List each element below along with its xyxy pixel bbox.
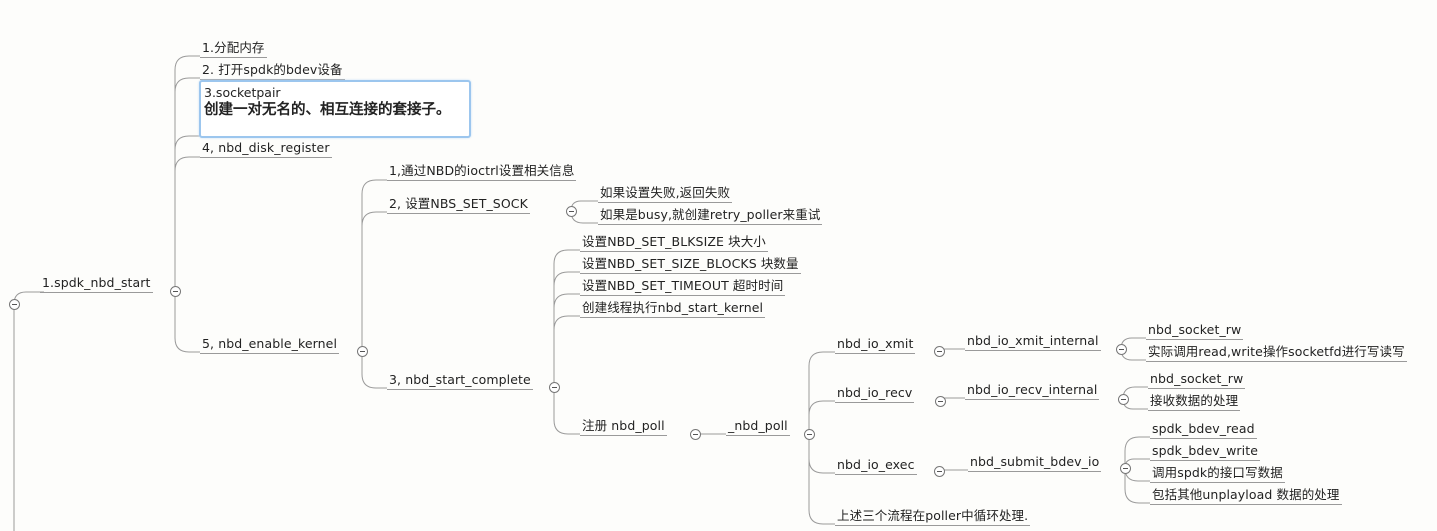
- node-ioctl-set-info[interactable]: 1,通过NBD的ioctrl设置相关信息: [387, 163, 577, 181]
- node-nbd-io-exec[interactable]: nbd_io_exec: [835, 457, 917, 475]
- node-bdev-read[interactable]: spdk_bdev_read: [1150, 421, 1257, 439]
- collapse-toggle-enable-kernel[interactable]: [357, 346, 368, 357]
- collapse-toggle-io-exec[interactable]: [934, 466, 945, 477]
- node-register-poll[interactable]: 注册 nbd_poll: [580, 418, 667, 436]
- node-spdk-nbd-start[interactable]: 1.spdk_nbd_start: [40, 275, 153, 293]
- node-xmit-socket-rw[interactable]: nbd_socket_rw: [1146, 322, 1244, 340]
- node-xmit-actual[interactable]: 实际调用read,write操作socketfd进行写读写: [1146, 344, 1407, 362]
- node-loop-note[interactable]: 上述三个流程在poller中循环处理.: [835, 508, 1031, 526]
- node-create-thread[interactable]: 创建线程执行nbd_start_kernel: [580, 300, 766, 318]
- node-set-blksize[interactable]: 设置NBD_SET_BLKSIZE 块大小: [580, 234, 768, 252]
- collapse-toggle-nbs-set-sock[interactable]: [566, 206, 577, 217]
- collapse-toggle-io-recv[interactable]: [935, 396, 946, 407]
- node-sock-busy[interactable]: 如果是busy,就创建retry_poller来重试: [598, 207, 823, 225]
- node-nbd-io-xmit[interactable]: nbd_io_xmit: [835, 336, 916, 354]
- node-nbd-submit-bdev-io[interactable]: nbd_submit_bdev_io: [968, 454, 1102, 472]
- node-call-spdk-write[interactable]: 调用spdk的接口写数据: [1150, 465, 1285, 483]
- socketpair-title: 3.socketpair: [204, 85, 281, 100]
- collapse-toggle-nbd-poll[interactable]: [804, 429, 815, 440]
- node-recv-process[interactable]: 接收数据的处理: [1148, 393, 1241, 411]
- node-other-payload[interactable]: 包括其他unplayload 数据的处理: [1150, 487, 1342, 505]
- node-set-size-blocks[interactable]: 设置NBD_SET_SIZE_BLOCKS 块数量: [580, 256, 801, 274]
- collapse-toggle-io-xmit[interactable]: [934, 346, 945, 357]
- node-nbd-disk-register[interactable]: 4, nbd_disk_register: [200, 140, 332, 158]
- collapse-toggle-start-complete[interactable]: [549, 382, 560, 393]
- node-nbd-start-complete[interactable]: 3, nbd_start_complete: [387, 372, 533, 390]
- socketpair-description: 创建一对无名的、相互连接的套接子。: [204, 101, 451, 118]
- node-socketpair-selected[interactable]: 3.socketpair 创建一对无名的、相互连接的套接子。: [199, 80, 471, 138]
- node-nbd-io-xmit-internal[interactable]: nbd_io_xmit_internal: [965, 333, 1101, 351]
- collapse-toggle-xmit-internal[interactable]: [1116, 344, 1127, 355]
- node-bdev-write[interactable]: spdk_bdev_write: [1150, 443, 1261, 461]
- node-nbd-io-recv-internal[interactable]: nbd_io_recv_internal: [965, 382, 1100, 400]
- collapse-toggle-register-poll[interactable]: [690, 429, 701, 440]
- collapse-toggle-spdk-nbd-start[interactable]: [170, 286, 181, 297]
- node-sock-fail[interactable]: 如果设置失败,返回失败: [598, 185, 733, 203]
- node-alloc-memory[interactable]: 1.分配内存: [200, 40, 267, 58]
- collapse-toggle-submit-bdev-io[interactable]: [1120, 463, 1131, 474]
- node-set-nbs-set-sock[interactable]: 2, 设置NBS_SET_SOCK: [387, 196, 530, 214]
- node-open-bdev[interactable]: 2. 打开spdk的bdev设备: [200, 62, 345, 80]
- collapse-toggle-root[interactable]: [9, 299, 20, 310]
- node-set-timeout[interactable]: 设置NBD_SET_TIMEOUT 超时时间: [580, 278, 786, 296]
- collapse-toggle-recv-internal[interactable]: [1118, 394, 1129, 405]
- node-nbd-enable-kernel[interactable]: 5, nbd_enable_kernel: [200, 336, 340, 354]
- node-nbd-poll[interactable]: _nbd_poll: [726, 418, 790, 436]
- node-nbd-io-recv[interactable]: nbd_io_recv: [835, 385, 915, 403]
- node-recv-socket-rw[interactable]: nbd_socket_rw: [1148, 371, 1246, 389]
